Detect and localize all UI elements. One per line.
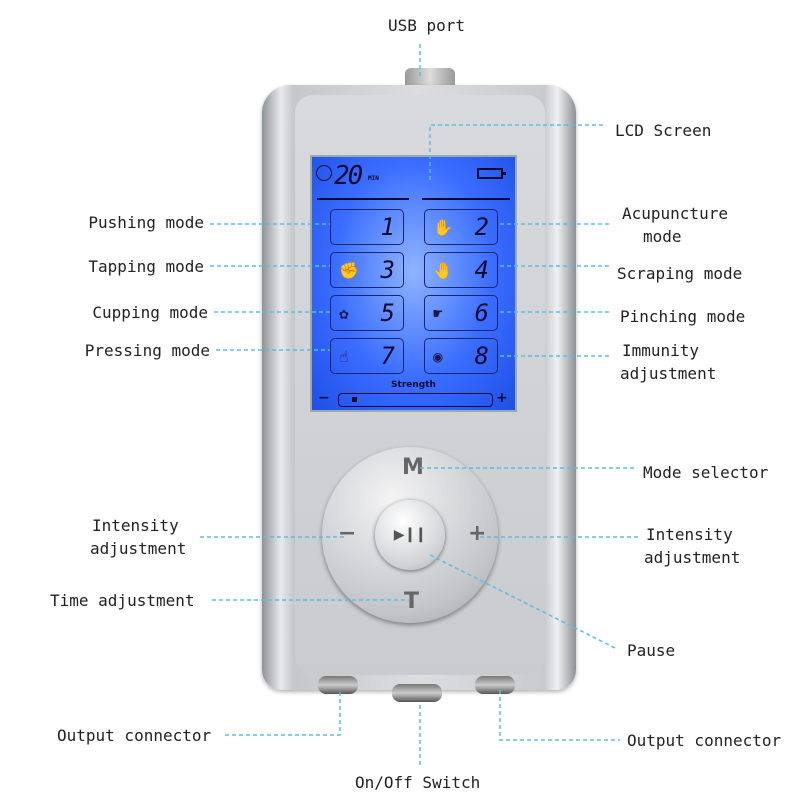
strength-minus: − [318, 390, 330, 406]
label-pushing-mode: Pushing mode [88, 213, 204, 232]
label-lcd-screen: LCD Screen [615, 121, 712, 140]
mode-number: 1 [380, 213, 395, 241]
label-cupping-mode: Cupping mode [92, 303, 208, 322]
label-pressing-mode: Pressing mode [84, 341, 210, 360]
usb-port [405, 68, 455, 86]
mode-number: 3 [380, 256, 395, 284]
label-output-left: Output connector [57, 726, 212, 745]
label-immunity-2: adjustment [620, 364, 717, 383]
label-scraping-mode: Scraping mode [617, 264, 743, 283]
mode-tile-4: 🤚4 [424, 252, 498, 288]
label-intensity-right-2: adjustment [644, 548, 741, 567]
mode-icon: ✋ [433, 218, 453, 237]
label-on-off: On/Off Switch [355, 773, 481, 792]
mode-tile-7: ☝7 [330, 338, 404, 374]
mode-icon: ☛ [433, 304, 443, 323]
mode-tile-2: ✋2 [424, 209, 498, 245]
mode-number: 4 [474, 256, 489, 284]
strength-label: Strength [391, 380, 436, 390]
output-connector-right [475, 676, 515, 694]
mode-icon: ✿ [339, 304, 349, 323]
mode-icon: 🤚 [433, 261, 453, 280]
mode-number: 2 [474, 213, 489, 241]
strength-bar [338, 393, 493, 407]
time-button[interactable]: T [404, 589, 420, 614]
label-acupuncture-2: mode [643, 227, 682, 246]
mode-tile-1: 1 [330, 209, 404, 245]
label-mode-selector: Mode selector [643, 463, 769, 482]
play-pause-button[interactable]: ▶❙❙ [375, 500, 445, 570]
mode-number: 5 [380, 299, 395, 327]
leader-lcd [429, 124, 605, 180]
label-immunity-1: Immunity [622, 341, 700, 360]
label-pinching-mode: Pinching mode [620, 307, 746, 326]
timer-unit: MIN [368, 175, 379, 182]
label-output-right: Output connector [627, 731, 782, 750]
mode-button[interactable]: M [402, 455, 424, 480]
mode-number: 7 [380, 342, 395, 370]
output-connector-left [318, 676, 358, 694]
label-intensity-left-1: Intensity [92, 516, 179, 535]
leader-output-left [225, 690, 341, 736]
label-intensity-right-1: Intensity [646, 525, 733, 544]
label-acupuncture-1: Acupuncture [622, 204, 728, 223]
label-intensity-left-2: adjustment [90, 539, 187, 558]
mode-tile-5: ✿5 [330, 295, 404, 331]
divider [317, 198, 409, 200]
plus-button[interactable]: + [468, 521, 487, 546]
strength-plus: + [496, 390, 508, 406]
mode-number: 8 [474, 342, 489, 370]
mode-tile-8: ◉8 [424, 338, 498, 374]
mode-tile-6: ☛6 [424, 295, 498, 331]
mode-icon: ☝ [339, 347, 349, 366]
mode-number: 6 [474, 299, 489, 327]
strength-fill [351, 397, 357, 402]
mode-icon: ◉ [433, 347, 443, 366]
label-pause: Pause [627, 641, 676, 660]
mode-tile-3: ✊3 [330, 252, 404, 288]
leader-pause [429, 554, 616, 649]
label-time-adjustment: Time adjustment [50, 591, 195, 610]
minus-button[interactable]: − [338, 521, 357, 546]
label-tapping-mode: Tapping mode [88, 257, 204, 276]
divider [422, 198, 510, 200]
leader-output-right [499, 690, 620, 741]
battery-icon [477, 168, 506, 179]
lcd-screen: 20 MIN 1✋2✊3🤚4✿5☛6☝7◉8 Strength − + [310, 155, 517, 412]
mode-icon: ✊ [339, 261, 359, 280]
clock-icon [316, 165, 332, 181]
on-off-switch[interactable] [392, 684, 442, 702]
label-usb-port: USB port [388, 16, 466, 35]
timer-value: 20 [334, 161, 363, 191]
